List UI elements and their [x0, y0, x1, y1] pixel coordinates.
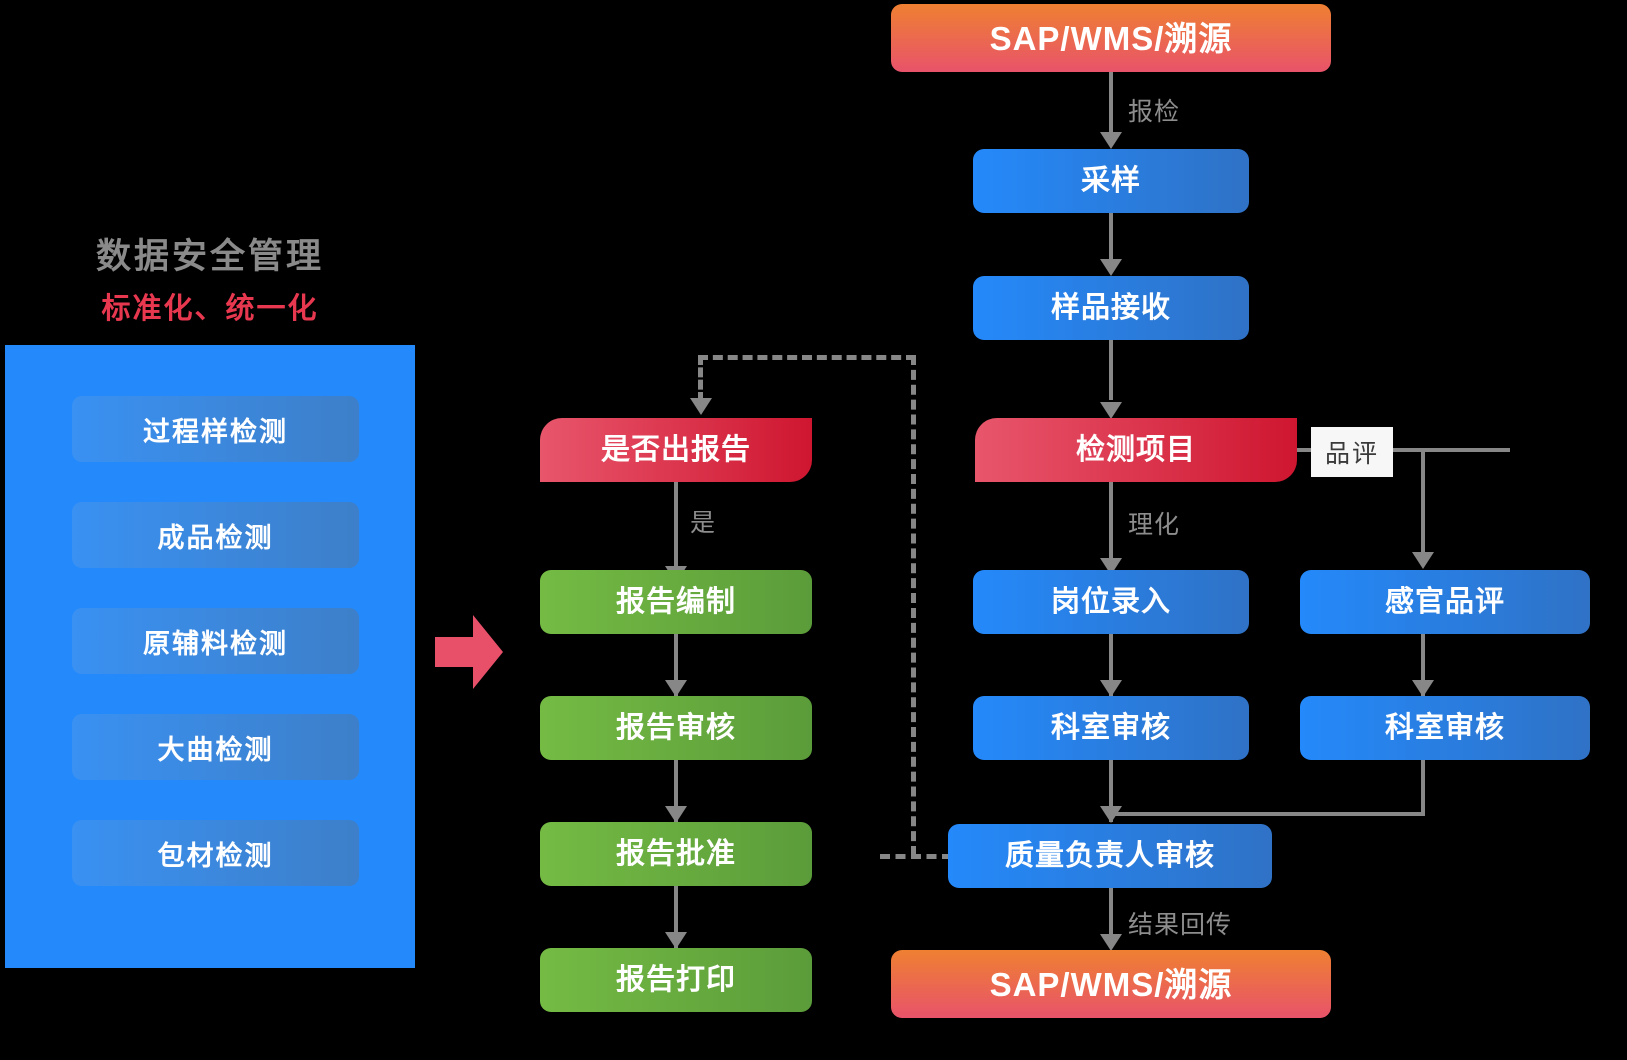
panel-item-finished-product[interactable]: 成品检测 — [72, 502, 359, 568]
arrowhead-report-print — [665, 932, 687, 949]
feedback-loop-right — [911, 355, 916, 856]
node-report-print[interactable]: 报告打印 — [540, 948, 812, 1012]
page-title: 数据安全管理 — [95, 237, 324, 276]
edge-test-items-to-sensory — [1297, 448, 1510, 452]
node-label: 报告批准 — [615, 837, 736, 870]
node-report-review[interactable]: 报告审核 — [540, 696, 812, 760]
arrowhead-report-approve — [665, 806, 687, 823]
panel-item-daqu[interactable]: 大曲检测 — [72, 714, 359, 780]
arrowhead-dept-review-right — [1412, 680, 1434, 697]
node-report-draft[interactable]: 报告编制 — [540, 570, 812, 634]
arrowhead-sink — [1100, 934, 1122, 951]
arrowhead-quality-review — [1100, 806, 1122, 823]
node-station-entry[interactable]: 岗位录入 — [973, 570, 1249, 634]
node-label: 采样 — [1080, 164, 1141, 197]
edge-sensory-drop — [1421, 448, 1425, 560]
panel-item-process-sample[interactable]: 过程样检测 — [72, 396, 359, 462]
edge-label-yes: 是 — [690, 509, 717, 537]
node-sampling[interactable]: 采样 — [973, 149, 1249, 213]
arrowhead-sample-receive — [1100, 259, 1122, 276]
edge-label-physicochemical: 理化 — [1128, 511, 1181, 539]
edge-station-to-dept-review — [1109, 634, 1113, 696]
edge-source-to-sampling — [1109, 72, 1113, 138]
edge-label-inspection-request: 报检 — [1128, 98, 1181, 126]
panel-item-label: 包材检测 — [157, 840, 274, 871]
node-label: 质量负责人审核 — [1004, 839, 1215, 872]
node-label: 科室审核 — [1384, 711, 1505, 744]
arrowhead-test-items — [1100, 402, 1122, 419]
panel-item-raw-material[interactable]: 原辅料检测 — [72, 608, 359, 674]
node-sample-receive[interactable]: 样品接收 — [973, 276, 1249, 340]
edge-label-result-return: 结果回传 — [1128, 911, 1233, 939]
node-label: 报告编制 — [615, 585, 736, 618]
panel-item-label: 过程样检测 — [143, 416, 288, 447]
arrowhead-report-review — [665, 680, 687, 697]
node-is-report-required[interactable]: 是否出报告 — [540, 418, 812, 482]
arrowhead-sampling — [1100, 132, 1122, 149]
edge-sampling-to-receive — [1109, 213, 1113, 265]
feedback-loop-top — [698, 355, 916, 360]
red-right-arrow-icon — [435, 615, 503, 689]
panel-item-label: 大曲检测 — [157, 734, 274, 765]
edge-decision-to-report-draft — [674, 482, 678, 570]
arrowhead-to-decision — [690, 398, 712, 415]
edge-dept-right-down — [1421, 760, 1425, 816]
arrowhead-dept-review-left — [1100, 680, 1122, 697]
page-subtitle: 标准化、统一化 — [101, 293, 319, 325]
feedback-loop-bottom — [880, 854, 952, 859]
node-label: 报告审核 — [615, 711, 736, 744]
feedback-loop-left — [698, 355, 703, 402]
edge-report-review-to-approve — [674, 760, 678, 822]
data-security-panel: 过程样检测 成品检测 原辅料检测 大曲检测 包材检测 — [5, 345, 415, 968]
node-dept-review-left[interactable]: 科室审核 — [973, 696, 1249, 760]
edge-merge-horizontal — [1109, 812, 1425, 816]
edge-label-tasting: 品评 — [1311, 427, 1394, 477]
node-report-approve[interactable]: 报告批准 — [540, 822, 812, 886]
panel-item-label: 原辅料检测 — [143, 628, 288, 659]
node-label: 感官品评 — [1384, 585, 1505, 618]
edge-report-draft-to-review — [674, 634, 678, 696]
node-sink-sap-wms[interactable]: SAP/WMS/溯源 — [891, 950, 1331, 1018]
node-label: 检测项目 — [1075, 433, 1196, 466]
panel-item-label: 成品检测 — [157, 522, 274, 553]
node-label: 样品接收 — [1050, 291, 1171, 324]
node-dept-review-right[interactable]: 科室审核 — [1300, 696, 1590, 760]
node-label: SAP/WMS/溯源 — [989, 965, 1233, 1003]
edge-dept-left-down — [1109, 760, 1113, 822]
node-label: 岗位录入 — [1050, 585, 1171, 618]
edge-sensory-to-dept-review — [1421, 634, 1425, 696]
panel-item-packaging[interactable]: 包材检测 — [72, 820, 359, 886]
node-sensory-tasting[interactable]: 感官品评 — [1300, 570, 1590, 634]
edge-quality-to-sink — [1109, 888, 1113, 948]
node-label: SAP/WMS/溯源 — [989, 19, 1233, 57]
node-label: 报告打印 — [615, 963, 736, 996]
arrowhead-sensory — [1412, 552, 1434, 569]
node-source-sap-wms[interactable]: SAP/WMS/溯源 — [891, 4, 1331, 72]
edge-test-items-to-station — [1109, 482, 1113, 570]
node-label: 科室审核 — [1050, 711, 1171, 744]
edge-report-approve-to-print — [674, 886, 678, 948]
node-quality-review[interactable]: 质量负责人审核 — [948, 824, 1272, 888]
edge-receive-to-test-items — [1109, 340, 1113, 400]
node-test-items[interactable]: 检测项目 — [975, 418, 1297, 482]
node-label: 是否出报告 — [600, 433, 751, 466]
